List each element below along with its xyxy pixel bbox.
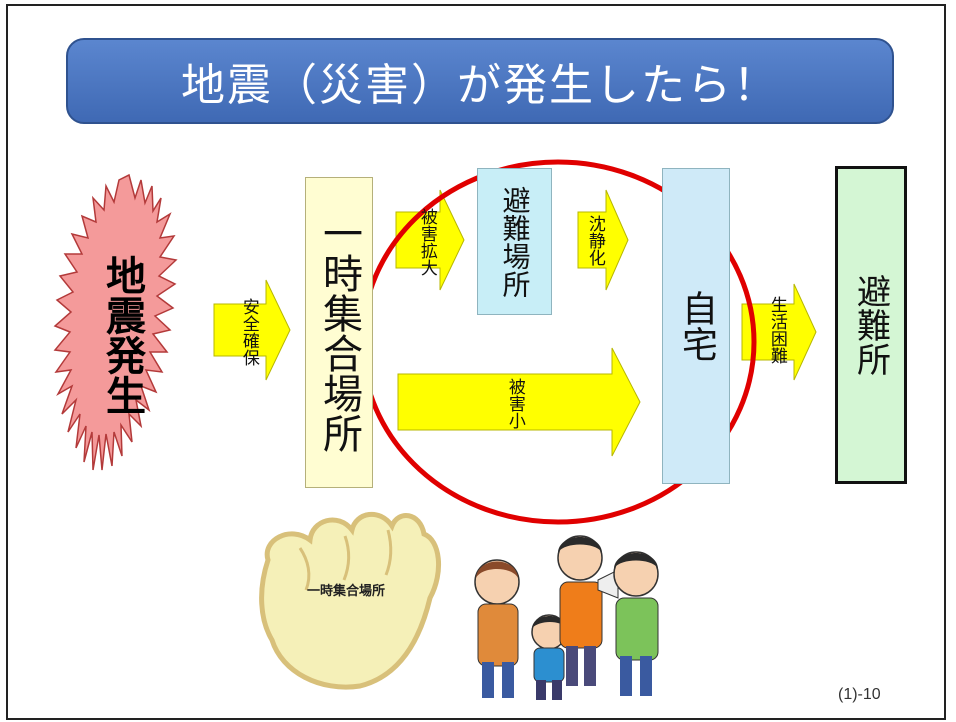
- page-title: 地震（災害）が発生したら！: [66, 38, 894, 124]
- quake-label: 地震発生: [99, 255, 145, 415]
- shelter-box: 避難所: [835, 166, 907, 484]
- arrow-calm-label: 沈静化: [584, 214, 605, 266]
- arrow-calm: [577, 189, 629, 291]
- arrow-damage-spread-label: 被害拡大: [416, 208, 437, 276]
- assembly-point-box: 一時集合場所: [305, 177, 373, 488]
- fist-sign-text: 一時集合場所: [306, 584, 385, 599]
- arrow-safety-label: 安全確保: [238, 298, 259, 366]
- page-number: (1)-10: [838, 686, 881, 703]
- home-box: 自宅: [662, 168, 730, 484]
- evacuating-people-illustration: [474, 535, 659, 700]
- arrow-minor-damage-label: 被害小: [504, 377, 525, 429]
- arrow-minor-damage: [397, 347, 641, 457]
- fist-illustration: [259, 511, 442, 690]
- arrow-safety: [213, 279, 291, 381]
- quake-burst-shape: [53, 173, 178, 471]
- evacuation-site-box: 避難場所: [477, 168, 552, 315]
- arrow-hardship-label: 生活困難: [766, 296, 787, 364]
- arrow-damage-spread: [395, 189, 465, 291]
